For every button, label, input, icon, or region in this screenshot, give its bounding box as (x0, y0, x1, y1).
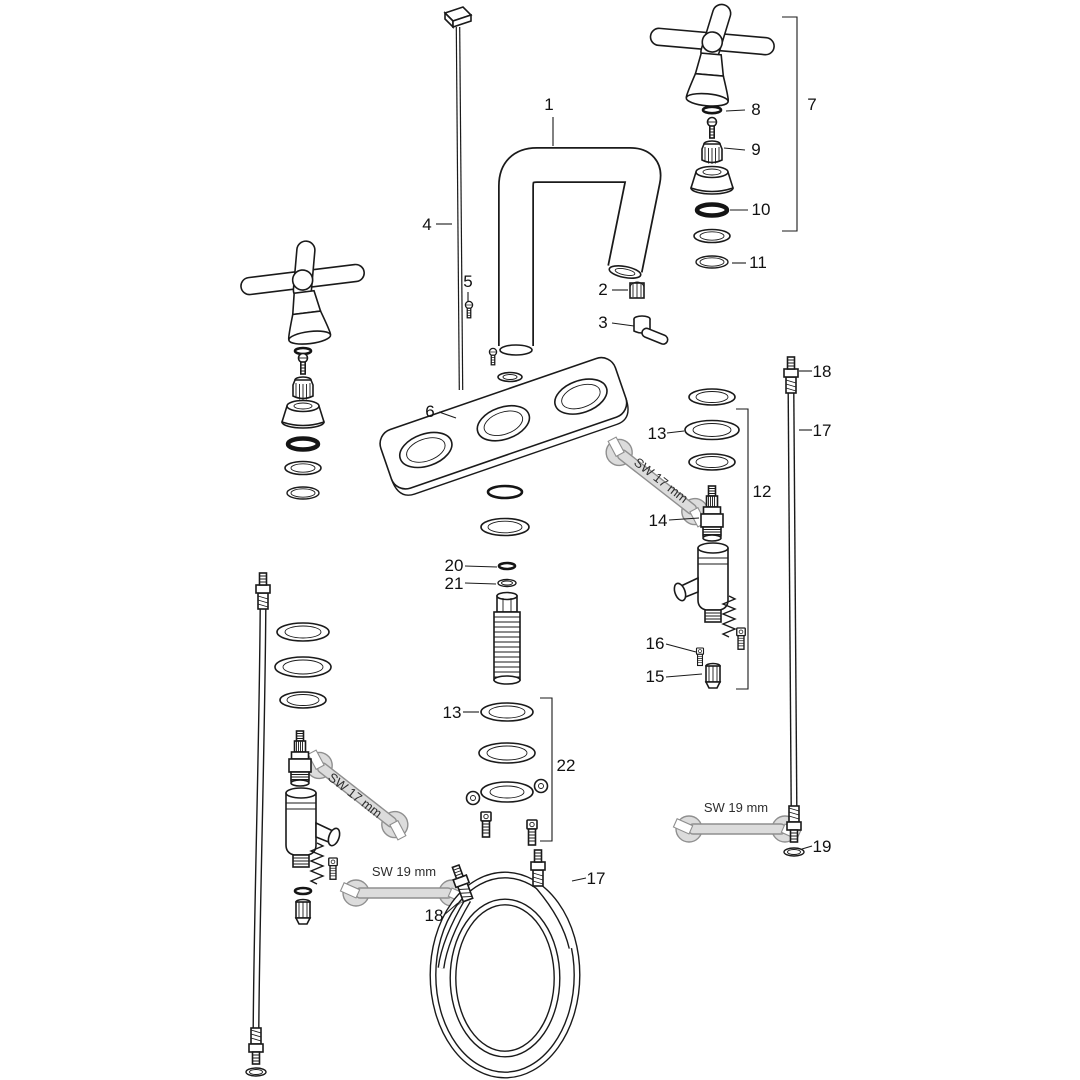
sw19-label-right: SW 19 mm (704, 800, 768, 815)
part-label-6: 6 (425, 402, 434, 421)
pull-rod (443, 6, 473, 391)
sw17-label-right: SW 17 mm (631, 455, 691, 506)
part-label-17-bottom: 17 (587, 869, 606, 888)
part-label-3: 3 (598, 313, 607, 332)
mounting-flange (465, 778, 549, 806)
aerator-insert (629, 281, 645, 299)
valve-body-right (671, 542, 729, 623)
part-label-13-center: 13 (443, 703, 462, 722)
part-label-18-right: 18 (813, 362, 832, 381)
wrench-sw19-right (672, 815, 802, 843)
threaded-connector (493, 591, 521, 685)
cross-handle-left (235, 232, 373, 352)
left-supply-hose (245, 572, 271, 1077)
coiled-hose (429, 849, 581, 1079)
base-plate (379, 356, 629, 496)
cross-handle-right (644, 0, 779, 112)
check-valve-left (295, 898, 311, 925)
part-label-16: 16 (646, 634, 665, 653)
part-label-5: 5 (463, 272, 472, 291)
part-label-9: 9 (751, 140, 760, 159)
spout (498, 147, 662, 356)
center-column (465, 561, 549, 846)
part-label-19: 19 (813, 837, 832, 856)
left-valve-column (274, 622, 343, 925)
spout-base-screw (488, 347, 498, 366)
set-screw-5 (464, 300, 474, 319)
part-label-1: 1 (544, 95, 553, 114)
spout-base-ring (497, 371, 523, 383)
part-label-13-right: 13 (648, 424, 667, 443)
part-label-7: 7 (807, 95, 816, 114)
part-label-20: 20 (445, 556, 464, 575)
part-label-15: 15 (646, 667, 665, 686)
right-valve-column (671, 388, 746, 689)
part-label-2: 2 (598, 280, 607, 299)
plate-seals (480, 484, 530, 537)
bracket-7 (782, 16, 798, 232)
part-label-10: 10 (752, 200, 771, 219)
valve-cartridge-left (288, 730, 312, 787)
outlet-piece (633, 315, 669, 345)
sw17-label-left: SW 17 mm (325, 770, 385, 821)
part-label-14: 14 (649, 511, 668, 530)
part-label-8: 8 (751, 100, 760, 119)
leader-lines (436, 109, 813, 916)
part-label-21: 21 (445, 574, 464, 593)
part-label-22: 22 (557, 756, 576, 775)
bracket-12 (736, 408, 749, 690)
part-label-18-bottom: 18 (425, 906, 444, 925)
valve-body-left (285, 787, 343, 868)
right-handle-assembly (644, 0, 779, 269)
part-label-4: 4 (422, 215, 431, 234)
callouts: 1 2 3 4 5 6 7 8 9 10 11 12 13 14 15 16 1… (422, 95, 831, 925)
part-label-17-right: 17 (813, 421, 832, 440)
part-label-11: 11 (749, 253, 767, 272)
part-label-12: 12 (753, 482, 772, 501)
check-valve-right (705, 662, 721, 689)
left-handle-assembly (235, 232, 373, 500)
right-supply-hose (672, 356, 805, 857)
sw19-label-bottom: SW 19 mm (372, 864, 436, 879)
wrench-sw19-bottom (339, 879, 469, 907)
bracket-22 (540, 697, 553, 842)
valve-cartridge-right (700, 485, 724, 542)
